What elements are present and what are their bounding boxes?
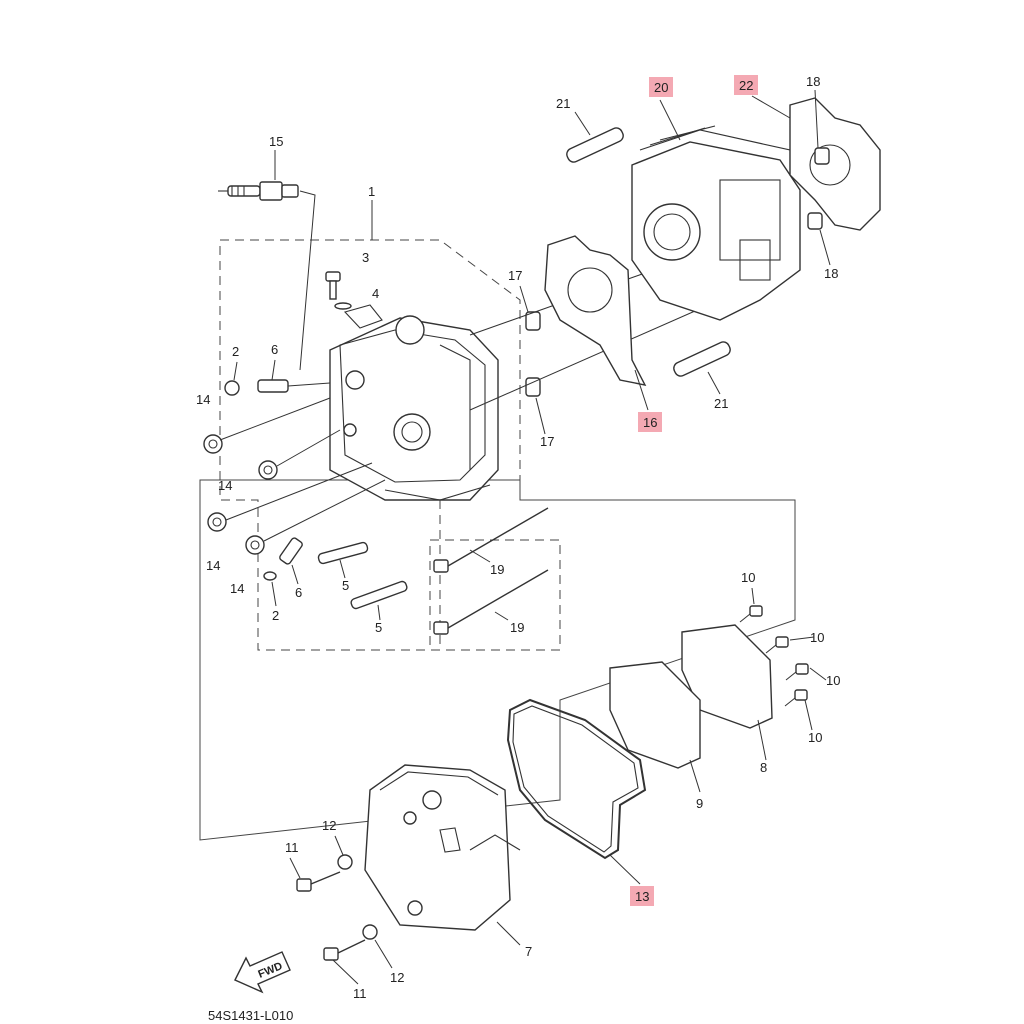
diagram-code: 54S1431-L010 xyxy=(208,1008,293,1023)
callout-14d: 14 xyxy=(230,581,244,596)
callout-1: 1 xyxy=(368,184,375,199)
bolt-10a xyxy=(739,605,763,623)
spark-plug xyxy=(218,181,299,201)
stud-5a xyxy=(317,541,369,565)
callout-20: 20 xyxy=(654,80,668,95)
callout-16: 16 xyxy=(643,415,657,430)
callout-10d: 10 xyxy=(808,730,822,745)
callout-12a: 12 xyxy=(322,818,336,833)
lower-assembly-frame xyxy=(429,539,561,651)
callout-17b: 17 xyxy=(540,434,554,449)
dowel-17a xyxy=(525,311,541,331)
callout-10c: 10 xyxy=(826,673,840,688)
bolt-10b xyxy=(765,636,789,654)
head-gasket xyxy=(789,97,881,231)
callout-6b: 6 xyxy=(295,585,302,600)
stud-21b xyxy=(673,341,731,377)
callout-2a: 2 xyxy=(232,344,239,359)
bolt-10d xyxy=(784,689,808,707)
callout-21a: 21 xyxy=(556,96,570,111)
cover-gasket xyxy=(506,698,647,860)
callout-19b: 19 xyxy=(510,620,524,635)
nut-14b xyxy=(258,460,278,480)
callout-5b: 5 xyxy=(375,620,382,635)
pin-2a xyxy=(224,380,240,396)
bolt-19a xyxy=(433,507,549,573)
callout-18b: 18 xyxy=(824,266,838,281)
callout-2b: 2 xyxy=(272,608,279,623)
callout-8: 8 xyxy=(760,760,767,775)
dowel-17b xyxy=(525,377,541,397)
plug-6a xyxy=(257,379,331,393)
nut-14d xyxy=(245,535,265,555)
callout-5a: 5 xyxy=(342,578,349,593)
callout-21b: 21 xyxy=(714,396,728,411)
nut-14c xyxy=(207,512,227,532)
stud-21a xyxy=(566,127,624,163)
callout-3: 3 xyxy=(362,250,369,265)
callout-7: 7 xyxy=(525,944,532,959)
callout-10a: 10 xyxy=(741,570,755,585)
cylinder-block xyxy=(631,125,801,321)
pin-2b xyxy=(263,571,277,581)
callout-17a: 17 xyxy=(508,268,522,283)
dowel-18a xyxy=(814,147,830,165)
callout-14a: 14 xyxy=(196,392,210,407)
bolt-19b xyxy=(433,569,549,635)
callout-14b: 14 xyxy=(218,478,232,493)
washer-12b xyxy=(362,924,378,940)
plug-6b xyxy=(279,537,303,565)
nut-14a xyxy=(203,434,223,454)
callout-12b: 12 xyxy=(390,970,404,985)
bolt-11b xyxy=(323,939,366,961)
callout-11a: 11 xyxy=(285,840,299,855)
washer-4 xyxy=(334,302,352,310)
callout-18a: 18 xyxy=(806,74,820,89)
bolt-11a xyxy=(296,871,341,892)
washer-12a xyxy=(337,854,353,870)
plate-8 xyxy=(681,624,773,729)
plate-9 xyxy=(609,661,701,769)
bolt-10c xyxy=(785,663,809,681)
cylinder-head-cover xyxy=(364,764,521,931)
cylinder-head xyxy=(329,304,499,501)
fwd-arrow: FWD xyxy=(234,951,291,994)
callout-9: 9 xyxy=(696,796,703,811)
bolt-3 xyxy=(325,271,341,300)
callout-15: 15 xyxy=(269,134,283,149)
head-cover-frame xyxy=(199,479,796,841)
callout-14c: 14 xyxy=(206,558,220,573)
callout-11b: 11 xyxy=(353,986,367,1001)
callout-4: 4 xyxy=(372,286,379,301)
callout-22: 22 xyxy=(739,78,753,93)
callout-19a: 19 xyxy=(490,562,504,577)
callout-6a: 6 xyxy=(271,342,278,357)
callout-10b: 10 xyxy=(810,630,824,645)
dowel-18b xyxy=(807,212,823,230)
stud-5b xyxy=(350,580,408,610)
callout-13: 13 xyxy=(635,889,649,904)
cylinder-gasket xyxy=(544,235,647,386)
